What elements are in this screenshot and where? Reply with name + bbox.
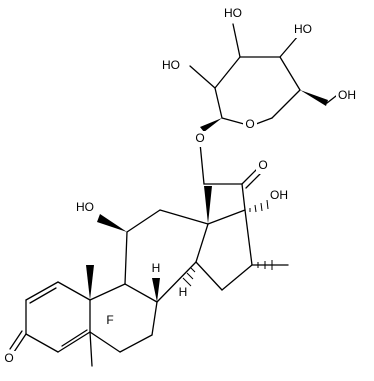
label-hydrogen: H (152, 261, 161, 275)
linker-bond (241, 183, 246, 211)
sugar-bond (255, 117, 273, 125)
hash-bond (254, 204, 257, 213)
ketone-bond (245, 173, 261, 189)
ring-a (9, 281, 91, 353)
double-bond (61, 329, 88, 347)
sugar-bond (214, 56, 241, 89)
ring-bond (221, 264, 253, 291)
hash-bond (190, 267, 196, 273)
wedge-bond (86, 265, 94, 300)
sugar-bond (221, 117, 245, 125)
ring-bond (151, 301, 158, 336)
wedge-bond (200, 118, 222, 132)
ring-bond (195, 223, 209, 263)
ring-bond (159, 209, 209, 225)
label-oh: OH (338, 88, 356, 102)
wedge-bond (204, 186, 212, 224)
ketone-bond (241, 169, 257, 185)
ring-bond (244, 209, 253, 266)
sugar-bond (214, 87, 223, 119)
oh-bond (189, 65, 216, 89)
linker (199, 142, 261, 211)
label-oh: HO (162, 58, 180, 72)
label-glycosidic-oxygen: O (195, 131, 204, 145)
ring-bond (119, 334, 153, 353)
hash-bond (260, 202, 263, 212)
ch2oh-bond (326, 95, 337, 104)
label-ketone-oxygen: O (258, 158, 267, 172)
ring-bond (57, 281, 91, 301)
ketone-bond (9, 330, 23, 350)
hash-bond (186, 272, 194, 280)
wedge-bond (300, 90, 328, 106)
hash-bond (182, 277, 192, 287)
oh-bond (279, 35, 299, 58)
ketone-bond (13, 333, 27, 353)
label-oh: HO (224, 6, 242, 20)
ring-bond (25, 281, 59, 301)
ring-bond (207, 209, 246, 225)
hash-bond (266, 199, 269, 210)
label-ring-oxygen: O (245, 117, 254, 131)
wedge-bond (97, 214, 127, 232)
atom-labels: HO HO HO OH O O O OH HO H H F O (2, 6, 358, 367)
wedge-bond (152, 278, 160, 302)
ring-bond (89, 283, 126, 301)
label-oh: HO (76, 200, 94, 214)
sugar-bond (279, 56, 301, 91)
double-bond (29, 287, 57, 304)
label-fluorine: F (106, 313, 113, 327)
ring-bond (89, 331, 121, 353)
ring-bond (124, 231, 128, 285)
ring-bond (124, 283, 158, 303)
ring-bond (195, 261, 223, 291)
ring-bond (25, 333, 59, 353)
label-ketone-oxygen: O (4, 351, 13, 365)
ring-bond (156, 261, 197, 303)
ring-b (89, 283, 158, 367)
ring-bond (89, 331, 93, 367)
label-oh: HO (294, 22, 312, 36)
sugar-ring (189, 23, 337, 132)
label-hydrogen: H (179, 285, 188, 299)
linker-bond (199, 142, 205, 185)
ring-bond (126, 209, 161, 233)
label-oh: OH (270, 188, 288, 202)
ring-c (97, 209, 209, 303)
sugar-bond (271, 89, 301, 119)
ring-bond (57, 331, 91, 353)
ring-d (195, 199, 289, 291)
oh-bond (232, 23, 241, 58)
